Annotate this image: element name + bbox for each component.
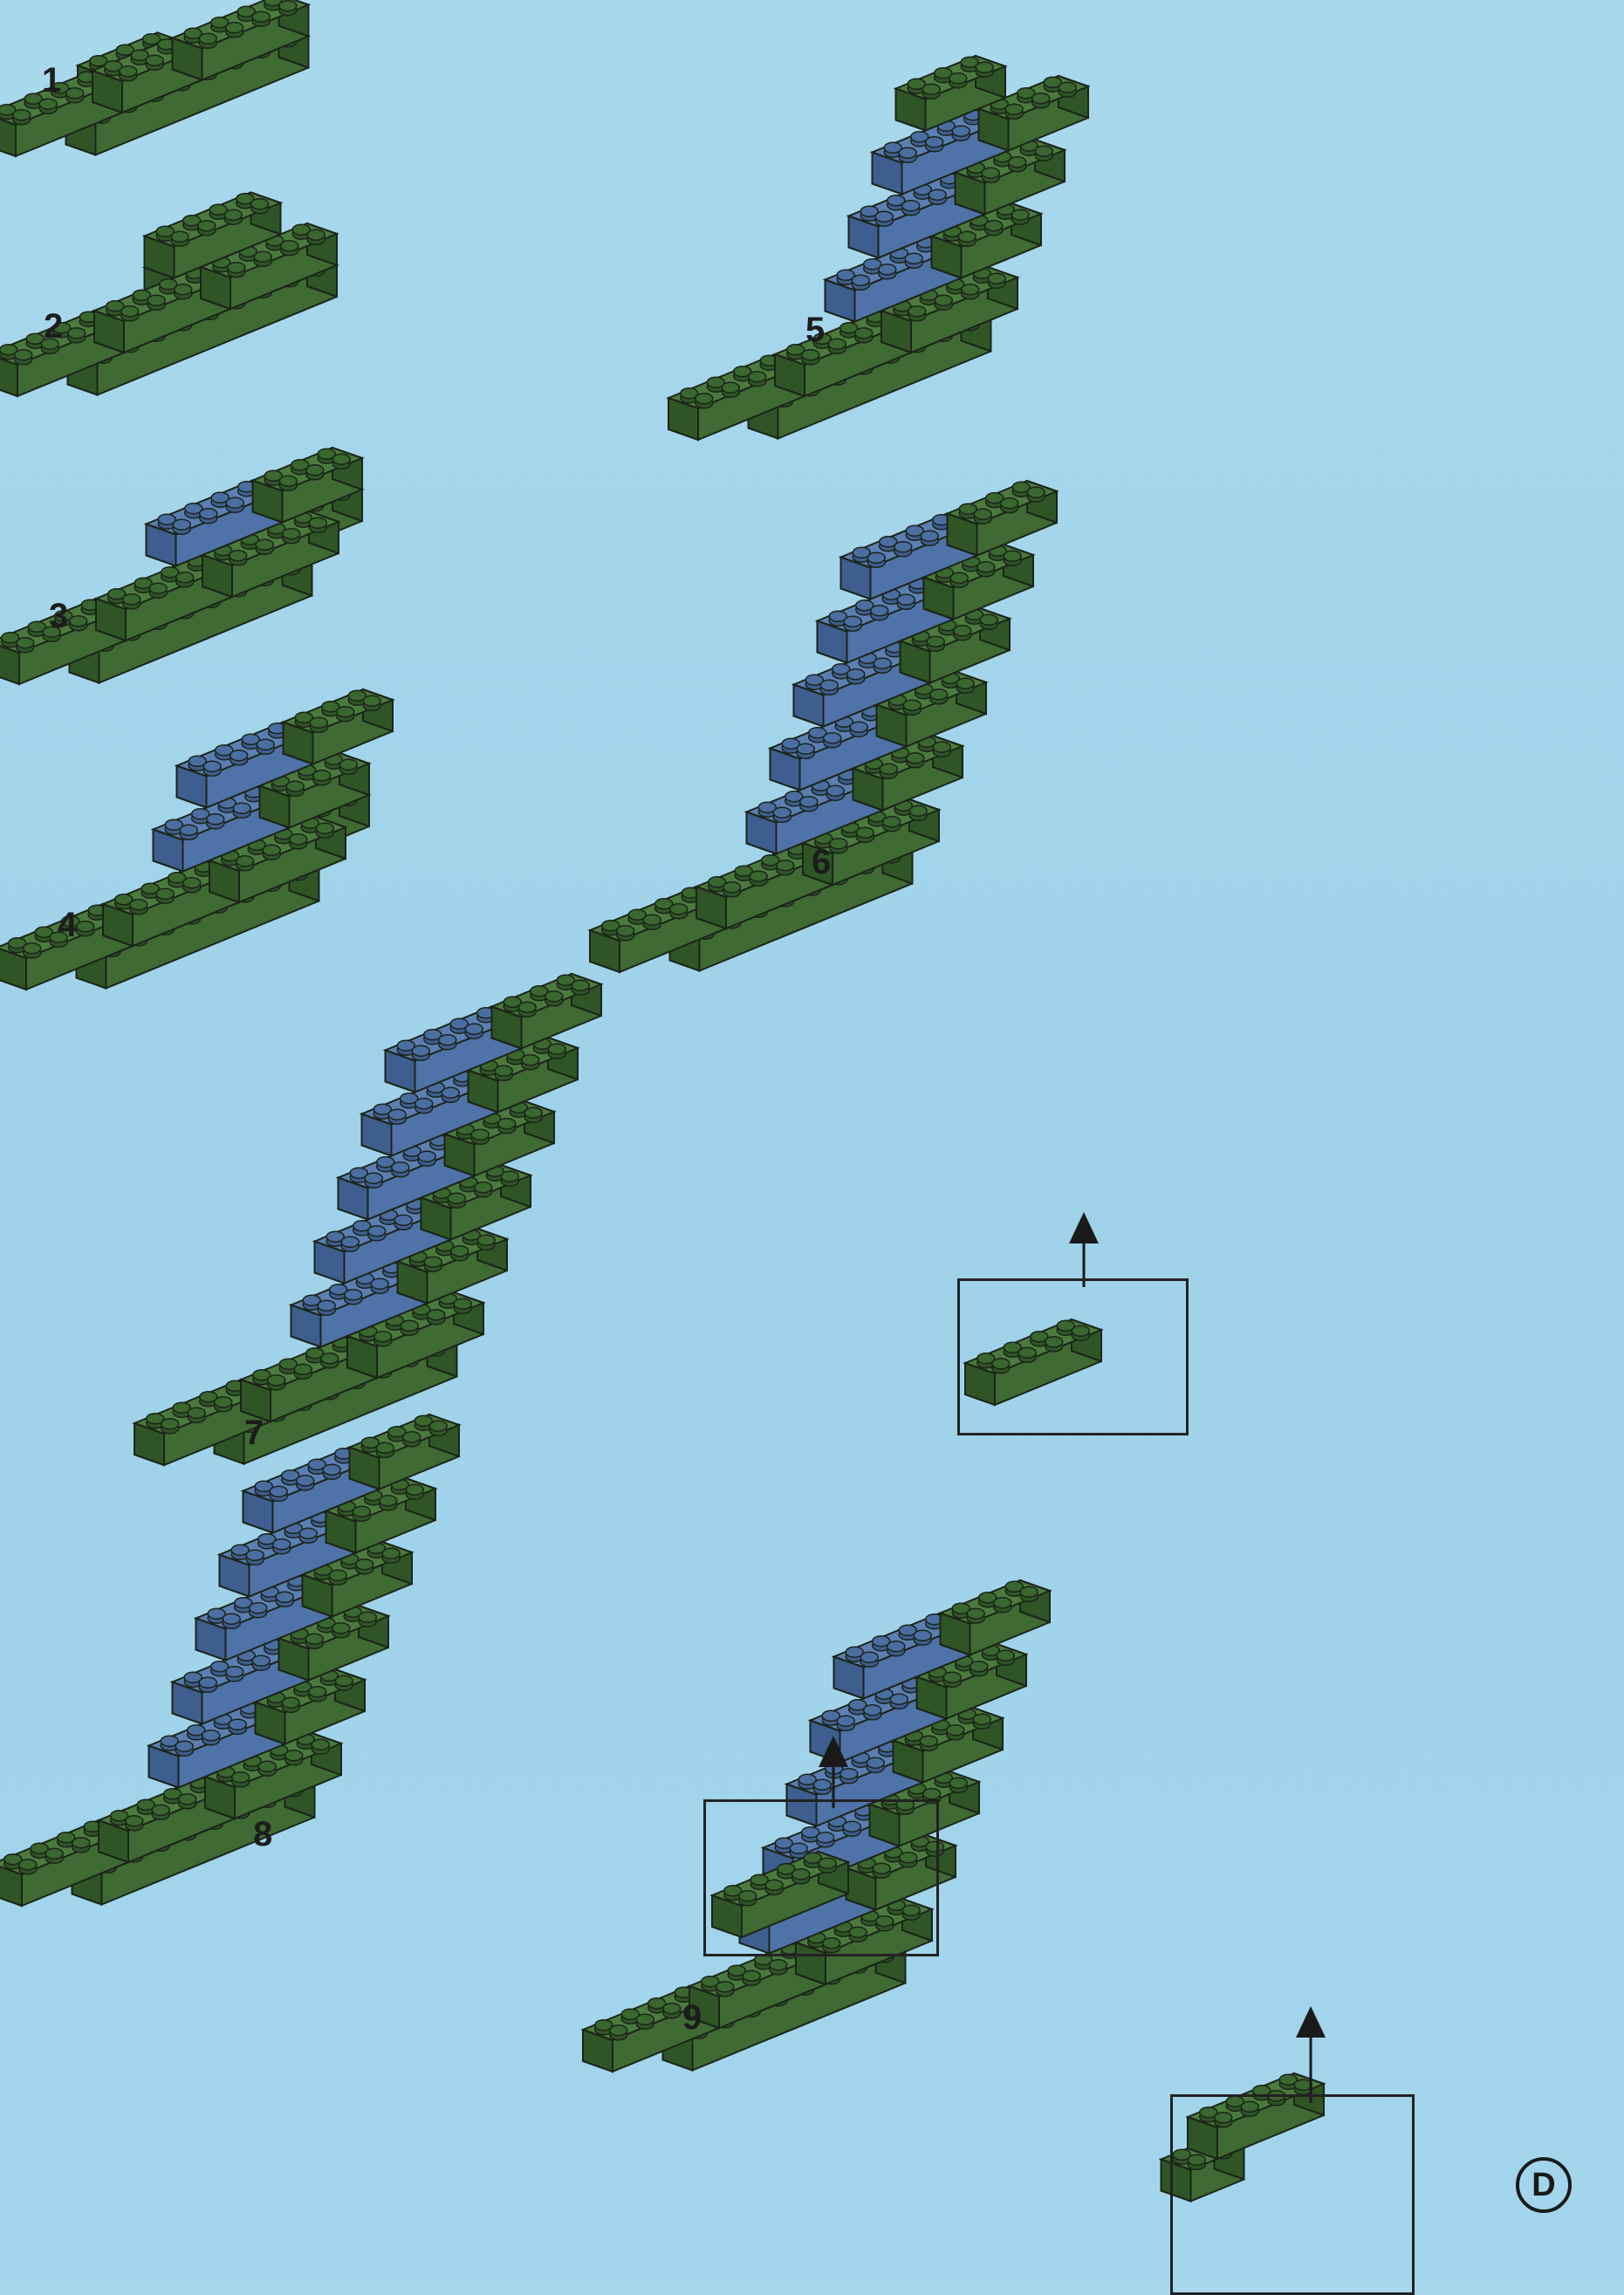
step-number-4: 4: [58, 908, 77, 942]
step-number-1: 1: [42, 63, 61, 98]
arrow-up-icon-step-7: [1069, 1212, 1099, 1287]
model-step-3: [0, 448, 362, 684]
model-step-9-brick-15: [941, 1580, 1051, 1655]
model-step-7: [134, 974, 601, 1465]
step-number-8: 8: [253, 1817, 272, 1852]
step-number-3: 3: [49, 599, 68, 634]
step-number-7: 7: [244, 1415, 264, 1450]
model-step-5: [668, 56, 1088, 440]
inset-box-step-9: [1170, 2094, 1415, 2295]
model-step-4: [0, 689, 393, 990]
model-step-8: [0, 1415, 459, 1906]
step-number-9: 9: [682, 2000, 702, 2035]
inset-box-step-7: [957, 1278, 1189, 1435]
model-step-8-brick-15: [350, 1415, 460, 1490]
model-step-7-brick-14: [492, 974, 602, 1049]
model-step-2: [0, 193, 337, 397]
model-step-6: [590, 481, 1057, 972]
page-letter-badge: D: [1516, 2157, 1572, 2213]
model-step-6-brick-14: [948, 481, 1058, 556]
step-number-2: 2: [44, 309, 63, 344]
step-number-5: 5: [805, 312, 825, 347]
step-number-6: 6: [812, 845, 831, 880]
inset-box-step-8: [703, 1799, 939, 1956]
model-step-4-brick-9: [284, 689, 394, 764]
